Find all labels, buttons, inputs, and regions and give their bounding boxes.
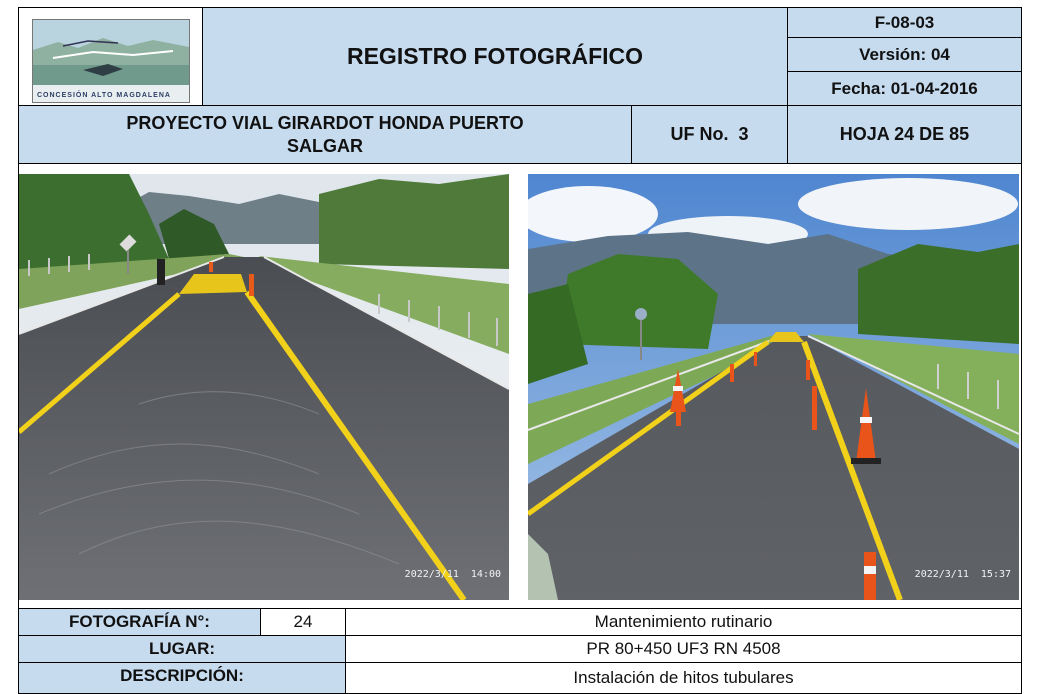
photo-number-label-cell: FOTOGRAFÍA N°: [18, 608, 261, 636]
place-value: PR 80+450 UF3 RN 4508 [586, 639, 781, 658]
project-name-line2: SALGAR [287, 135, 363, 156]
description-value-cell: Instalación de hitos tubulares [345, 662, 1022, 694]
road-photo-left: 2022/3/11 14:00 [19, 174, 509, 600]
form-code-cell: F-08-03 [787, 7, 1022, 38]
description-value: Instalación de hitos tubulares [573, 668, 794, 687]
form-date: Fecha: 01-04-2016 [831, 78, 978, 98]
photo-left-timestamp: 2022/3/11 14:00 [404, 569, 501, 580]
photo-number-cell: 24 [260, 608, 346, 636]
place-label: LUGAR: [148, 639, 216, 658]
form-title-cell: REGISTRO FOTOGRÁFICO [202, 7, 788, 106]
form-version: Versión: 04 [859, 44, 950, 64]
place-value-cell: PR 80+450 UF3 RN 4508 [345, 635, 1022, 663]
form-version-cell: Versión: 04 [787, 37, 1022, 72]
sheet-cell: HOJA 24 DE 85 [787, 105, 1022, 164]
photo-number: 24 [293, 612, 313, 631]
project-cell: PROYECTO VIAL GIRARDOT HONDA PUERTO SALG… [18, 105, 632, 164]
road-photo-right-image [528, 174, 1019, 600]
road-photo-left-image [19, 174, 509, 600]
activity-value: Mantenimiento rutinario [594, 612, 773, 631]
company-logo: CONCESIÓN ALTO MAGDALENA [32, 19, 190, 103]
activity-cell: Mantenimiento rutinario [345, 608, 1022, 636]
logo-text: CONCESIÓN ALTO MAGDALENA [37, 92, 171, 99]
project-name-line1: PROYECTO VIAL GIRARDOT HONDA PUERTO [126, 112, 524, 133]
sheet-number: HOJA 24 DE 85 [839, 124, 970, 144]
uf-cell: UF No. 3 [631, 105, 788, 164]
road-photo-right: 2022/3/11 15:37 [528, 174, 1019, 600]
form-code: F-08-03 [874, 12, 935, 32]
description-label: DESCRIPCIÓN: [120, 666, 244, 685]
form-date-cell: Fecha: 01-04-2016 [787, 71, 1022, 106]
photo-number-label: FOTOGRAFÍA N°: [69, 612, 210, 631]
logo-cell: CONCESIÓN ALTO MAGDALENA [18, 7, 203, 106]
uf-number: UF No. 3 [670, 124, 749, 144]
logo-image [33, 20, 189, 102]
form-title: REGISTRO FOTOGRÁFICO [346, 43, 644, 69]
place-label-cell: LUGAR: [18, 635, 346, 663]
description-label-cell: DESCRIPCIÓN: [18, 662, 346, 694]
photo-right-timestamp: 2022/3/11 15:37 [914, 569, 1011, 580]
